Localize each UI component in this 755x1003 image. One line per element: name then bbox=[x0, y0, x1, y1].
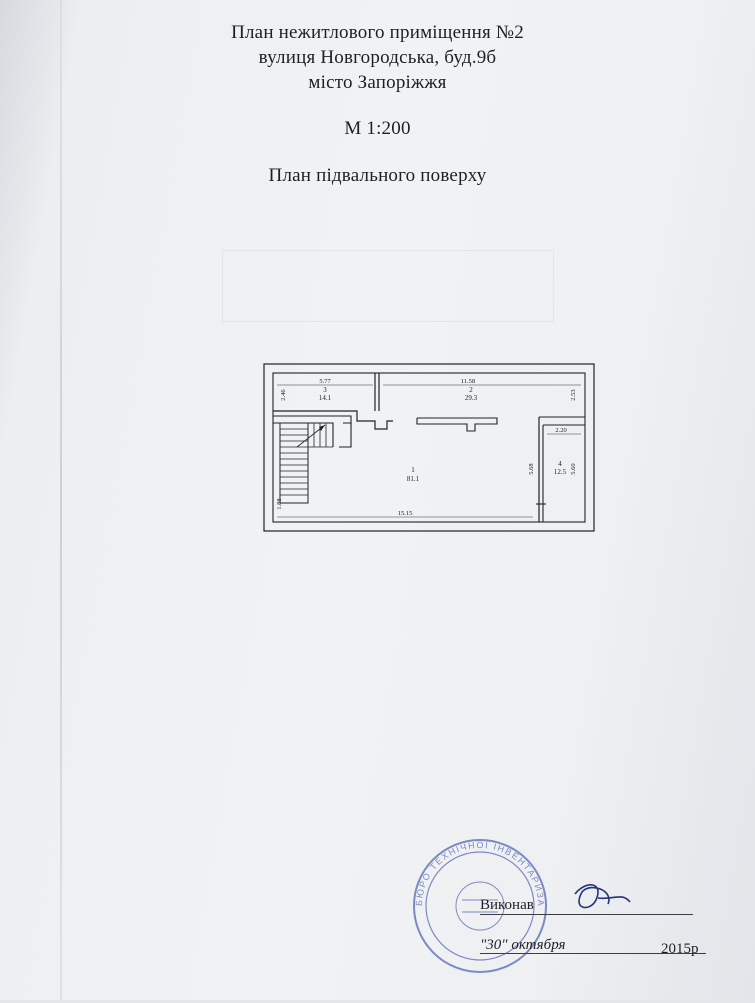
room1-area: 81.1 bbox=[407, 475, 420, 483]
signature-year: 2015р bbox=[661, 941, 699, 957]
dim-room2-depth: 2.53 bbox=[570, 389, 577, 400]
document-title-line-2: вулиця Новгородська, буд.9б bbox=[258, 47, 497, 68]
dim-room3-depth: 2.46 bbox=[280, 389, 287, 401]
date-line bbox=[480, 953, 706, 954]
room2-area: 29.3 bbox=[465, 394, 478, 402]
dim-room1-side: 5.68 bbox=[528, 463, 535, 474]
show-through-outline bbox=[222, 250, 554, 322]
room3-number: 3 bbox=[323, 386, 327, 394]
inner-wall bbox=[272, 372, 586, 523]
room3-area: 14.1 bbox=[319, 394, 332, 402]
dim-room3-width: 5.77 bbox=[319, 378, 331, 385]
room4-area: 12.5 bbox=[554, 468, 567, 476]
document-title-line-3: місто Запоріжжя bbox=[308, 72, 447, 93]
signature-date: "30" октября bbox=[480, 937, 566, 953]
room2-number: 2 bbox=[469, 386, 473, 394]
basement-floor-plan: 5.77 11.58 2.46 2.53 2.20 5.60 5.68 15.1… bbox=[263, 363, 595, 533]
stair-arrow bbox=[319, 425, 325, 431]
dim-room4-width: 2.20 bbox=[555, 427, 566, 434]
room4-number: 4 bbox=[558, 460, 562, 468]
floor-plan-title: План підвального поверху bbox=[268, 165, 487, 186]
dim-room1-left: 1.88 bbox=[276, 498, 283, 509]
page-fold bbox=[60, 0, 62, 1000]
dim-room2-width: 11.58 bbox=[461, 378, 475, 385]
performer-label: Виконав bbox=[480, 897, 534, 913]
handwritten-signature bbox=[574, 884, 631, 909]
document-title-line-1: План нежитлового приміщення №2 bbox=[231, 22, 524, 43]
room3-lower-wall bbox=[273, 410, 393, 430]
stair-steps bbox=[280, 423, 333, 496]
scale-label: М 1:200 bbox=[344, 118, 411, 139]
dim-room1-width: 15.15 bbox=[398, 510, 413, 517]
outer-wall bbox=[263, 363, 595, 532]
central-beam bbox=[416, 417, 498, 432]
room1-number: 1 bbox=[411, 466, 415, 474]
signature-block: БЮРО ТЕХНІЧНОЇ ІНВЕНТАРИЗАЦІЇ bbox=[396, 820, 740, 998]
signature-line bbox=[480, 914, 693, 915]
dim-room4-depth: 5.60 bbox=[570, 463, 577, 474]
